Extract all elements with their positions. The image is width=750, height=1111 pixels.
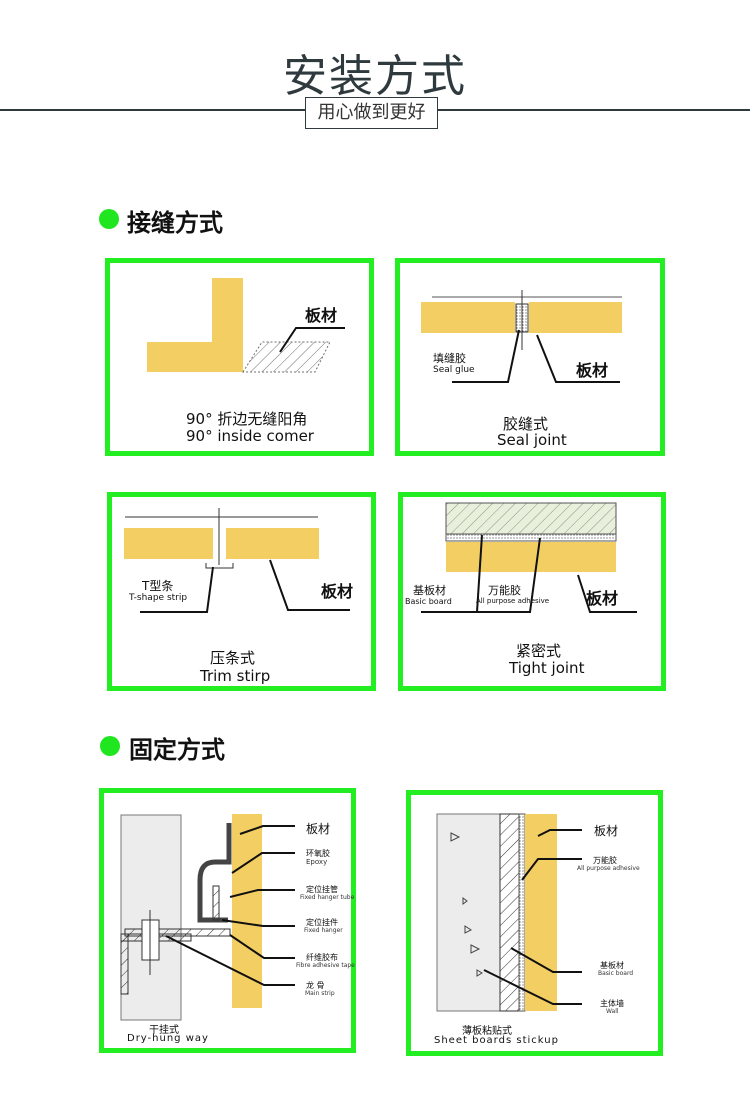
panel-tight-joint — [398, 492, 666, 691]
section-heading-joints: 接缝方式 — [127, 209, 223, 237]
label-board: 板材 — [321, 582, 354, 601]
tight-joint-diagram — [421, 502, 637, 613]
label-t-strip-cn: T型条 — [142, 579, 174, 593]
caption-en: Seal joint — [497, 431, 567, 449]
label-hanger-tube-en: Fixed hanger tube — [300, 894, 355, 901]
label-adhesive-en: All purpose adhesive — [476, 597, 550, 605]
label-basic-board-en: Basic board — [405, 597, 452, 606]
stickup-diagram — [436, 813, 582, 1012]
label-adhesive-cn: 万能胶 — [593, 856, 617, 865]
section-heading-fixing: 固定方式 — [129, 736, 225, 764]
trim-strip-diagram — [124, 508, 350, 613]
label-hanger-cn: 定位挂件 — [306, 918, 338, 927]
panel-trim-strip — [107, 492, 376, 691]
panel-dry-hung — [99, 788, 356, 1053]
label-epoxy-cn: 环氧胶 — [306, 849, 330, 858]
label-wall-en: Wall — [606, 1008, 619, 1015]
bullet-icon — [99, 209, 119, 229]
label-basic-board-cn: 基板材 — [413, 584, 446, 597]
label-board: 板材 — [305, 306, 338, 325]
corner-diagram — [147, 278, 345, 373]
caption-cn: 薄板粘贴式 — [462, 1026, 512, 1037]
caption-cn: 胶缝式 — [503, 415, 549, 433]
seal-joint-diagram — [421, 290, 622, 383]
bullet-icon — [100, 736, 120, 756]
caption-cn: 压条式 — [210, 649, 256, 667]
label-t-strip-en: T-shape strip — [129, 593, 188, 603]
label-board: 板材 — [586, 589, 619, 608]
label-basic-board-cn: 基板材 — [600, 961, 624, 970]
label-main-strip-cn: 龙 骨 — [306, 981, 325, 990]
label-hanger-en: Fixed hanger — [304, 927, 343, 934]
page-title: 安装方式 — [283, 51, 467, 102]
label-seal-glue-cn: 填缝胶 — [433, 352, 466, 365]
panel-inside-corner — [105, 258, 374, 456]
panel-seal-joint — [395, 258, 665, 456]
caption-en: Dry-hung way — [127, 1033, 209, 1044]
caption-en: Tight joint — [509, 659, 585, 677]
caption-cn: 干挂式 — [149, 1025, 179, 1036]
label-board: 板材 — [306, 822, 331, 836]
caption-cn: 90° 折边无缝阳角 — [186, 410, 308, 428]
caption-cn: 紧密式 — [516, 642, 562, 660]
label-wall-cn: 主体墙 — [600, 999, 624, 1008]
label-hanger-tube-cn: 定位挂管 — [306, 885, 338, 894]
label-fibre-tape-cn: 纤维胶布 — [306, 953, 338, 962]
label-adhesive-cn: 万能胶 — [488, 584, 521, 597]
caption-en: Trim stirp — [200, 667, 271, 685]
label-main-strip-en: Main strip — [305, 990, 335, 997]
label-board: 板材 — [594, 824, 619, 838]
subtitle: 用心做到更好 — [305, 97, 438, 129]
label-adhesive-en: All purpose adhesive — [577, 865, 640, 872]
panel-stickup — [406, 790, 663, 1056]
label-seal-glue-en: Seal glue — [433, 365, 475, 375]
label-board: 板材 — [576, 361, 609, 380]
caption-en: 90° inside comer — [186, 427, 314, 445]
label-basic-board-en: Basic board — [598, 970, 634, 977]
label-fibre-tape-en: Fibre adhesive tape — [296, 962, 355, 969]
label-epoxy-en: Epoxy — [306, 858, 328, 866]
caption-en: Sheet boards stickup — [434, 1035, 559, 1046]
dry-hung-diagram — [120, 814, 295, 1021]
